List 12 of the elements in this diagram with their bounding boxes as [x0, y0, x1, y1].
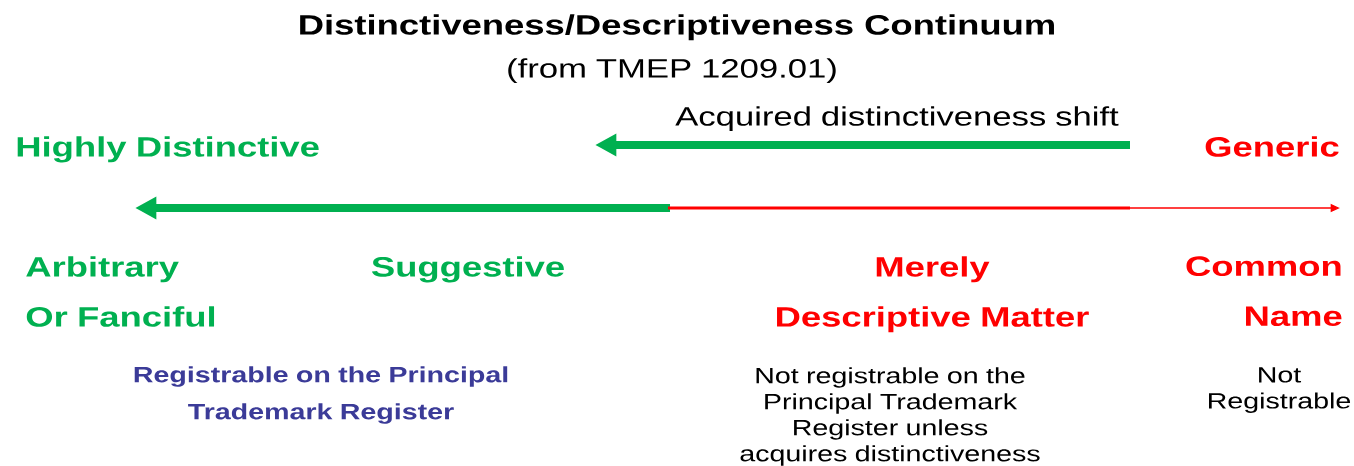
title: Distinctiveness/Descriptiveness Continuum: [300, 14, 1054, 41]
registrability-note: Registrable on the Principal Trademark Register: [134, 366, 508, 424]
registrability-note: Not Registrable: [1209, 367, 1351, 413]
category-label: Generic: [1205, 136, 1339, 157]
category-label: Merely Descriptive Matter: [777, 256, 1089, 333]
subtitle: (from TMEP 1209.01): [508, 58, 836, 84]
category-label: Common Name: [1186, 256, 1342, 327]
category-label: Suggestive: [371, 256, 564, 283]
category-label: Arbitrary Or Fanciful: [26, 256, 215, 327]
registrability-note: Not registrable on the Principal Trademark Register unless acquires distinctiveness: [740, 367, 1040, 466]
category-label: Highly Distinctive: [17, 136, 319, 163]
arrow-label: Acquired distinctiveness shift: [675, 106, 1119, 132]
